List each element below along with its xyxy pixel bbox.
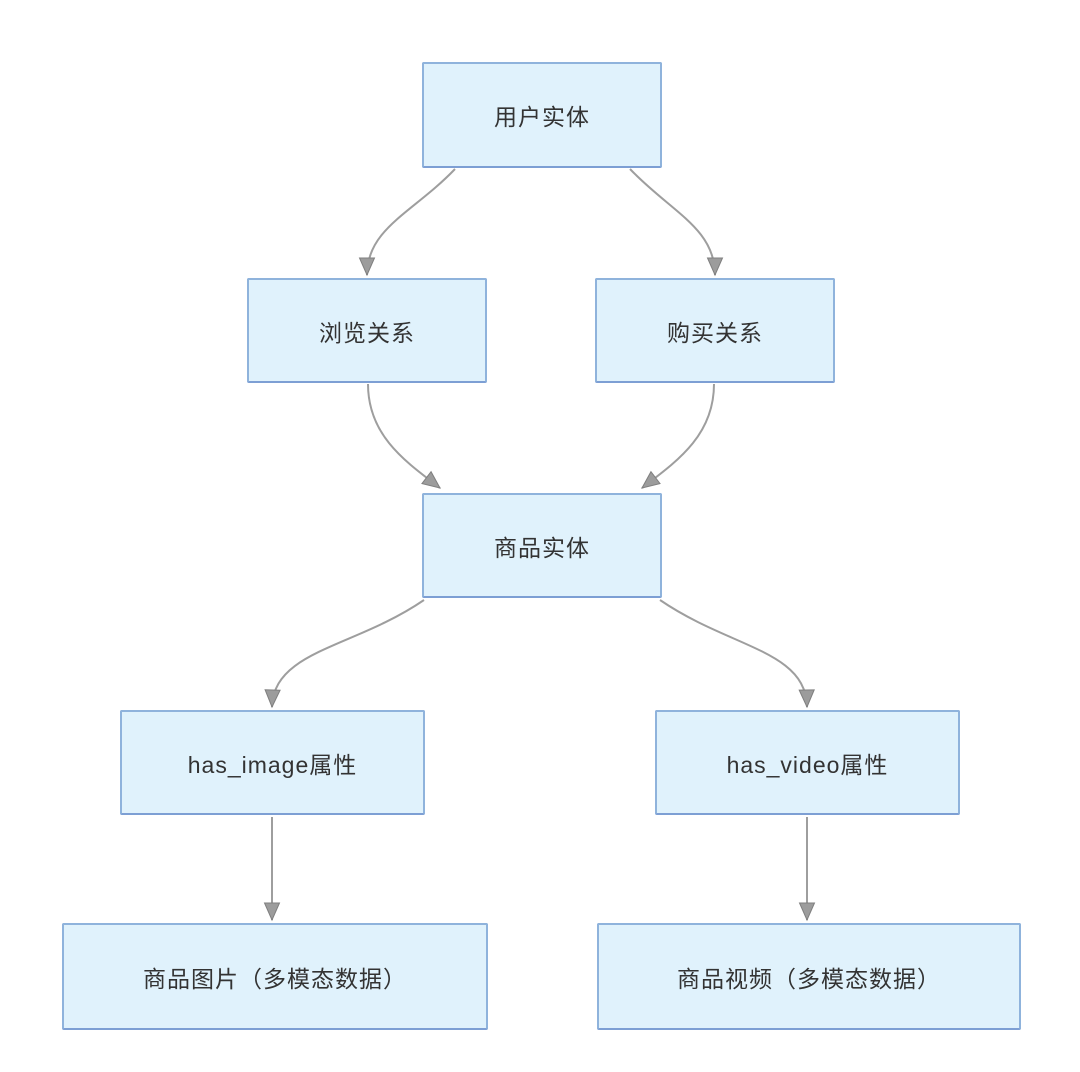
edge-user-to-purchase [629, 168, 724, 277]
node-product-entity: 商品实体 [422, 493, 662, 598]
edge-user-to-browse [358, 168, 456, 277]
node-has-video-attribute: has_video属性 [655, 710, 960, 815]
node-user-entity-label: 用户实体 [494, 104, 590, 130]
node-has-image-attribute-label: has_image属性 [187, 751, 358, 778]
node-product-video-data: 商品视频（多模态数据） [597, 923, 1021, 1030]
node-browse-relation: 浏览关系 [247, 278, 487, 383]
edge-product-to-hasvideo [659, 599, 815, 709]
edge-purchase-to-product [641, 383, 715, 489]
node-product-image-data: 商品图片（多模态数据） [62, 923, 488, 1030]
edge-browse-to-product [367, 383, 441, 489]
node-user-entity: 用户实体 [422, 62, 662, 168]
node-has-video-attribute-label: has_video属性 [726, 751, 889, 778]
node-browse-relation-label: 浏览关系 [319, 319, 415, 346]
node-product-image-data-label: 商品图片（多模态数据） [143, 965, 407, 992]
node-product-entity-label: 商品实体 [494, 534, 590, 561]
node-has-image-attribute: has_image属性 [120, 710, 425, 815]
node-purchase-relation-label: 购买关系 [667, 319, 763, 346]
edge-product-to-hasimage [264, 599, 425, 709]
node-purchase-relation: 购买关系 [595, 278, 835, 383]
node-product-video-data-label: 商品视频（多模态数据） [677, 965, 941, 992]
